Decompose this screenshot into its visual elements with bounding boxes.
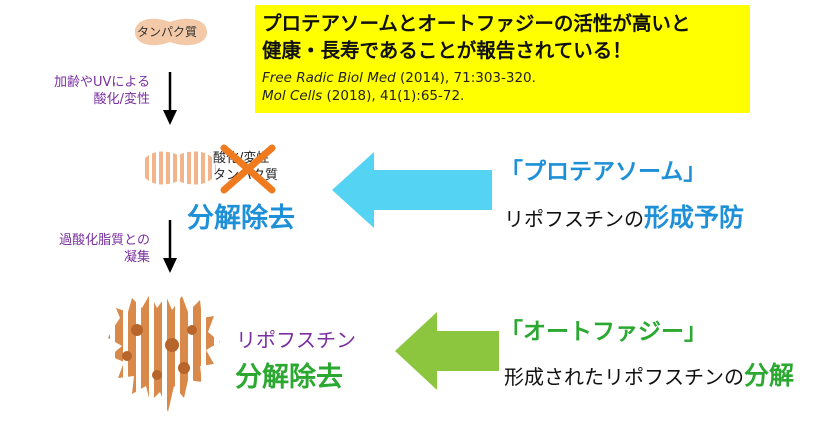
protein-label: タンパク質 (137, 25, 198, 39)
headline-line1: プロテアソームとオートファジーの活性が高いと (262, 12, 691, 35)
citation-2-detail: (2018), 41(1):65-72. (322, 88, 465, 104)
proteasome-sub-prefix: リポフスチンの (504, 207, 644, 231)
arrow-down-1 (163, 72, 177, 125)
arrow-down-2 (163, 220, 177, 273)
oxidized-protein-blob (142, 151, 216, 185)
step2-label-line1: 過酸化脂質との (59, 233, 150, 248)
proteasome-sub-emphasis: 形成予防 (644, 203, 745, 232)
step2-label-line2: 凝集 (123, 250, 150, 265)
citation-1-journal: Free Radic Biol Med (262, 70, 396, 86)
step2-label: 過酸化脂質との 凝集 (59, 232, 150, 266)
citation-2: Mol Cells (2018), 41(1):65-72. (262, 88, 464, 104)
autophagy-sub-prefix: 形成されたリポフスチンの (504, 365, 744, 389)
autophagy-subtitle: 形成されたリポフスチンの分解 (504, 356, 794, 392)
proteasome-title: 「プロテアソーム」 (500, 159, 707, 185)
step1-label-line2: 酸化/変性 (93, 92, 150, 107)
citation-1-detail: (2014), 71:303-320. (395, 70, 536, 86)
step1-label-line1: 加齢やUVによる (53, 75, 150, 90)
proteasome-subtitle: リポフスチンの形成予防 (504, 198, 744, 234)
lipofuscin-decompose: 分解除去 (235, 362, 343, 393)
citation-1: Free Radic Biol Med (2014), 71:303-320. (262, 70, 536, 86)
autophagy-title: 「オートファジー」 (500, 319, 707, 345)
lipofuscin-aggregate (108, 294, 220, 412)
citation-2-journal: Mol Cells (262, 88, 323, 104)
step1-label: 加齢やUVによる 酸化/変性 (54, 74, 150, 108)
autophagy-sub-emphasis: 分解 (744, 361, 795, 390)
decompose-blue-text: 分解除去 (187, 203, 295, 234)
arrow-left-green (395, 312, 499, 390)
headline: プロテアソームとオートファジーの活性が高いと 健康・長寿であることが報告されてい… (262, 10, 690, 64)
lipofuscin-title: リポフスチン (236, 328, 356, 352)
highlight-box (255, 5, 750, 113)
cross-icon (220, 144, 276, 194)
headline-line2: 健康・長寿であることが報告されている！ (262, 39, 632, 62)
protein-blob (135, 18, 207, 46)
arrow-left-blue (332, 152, 492, 228)
